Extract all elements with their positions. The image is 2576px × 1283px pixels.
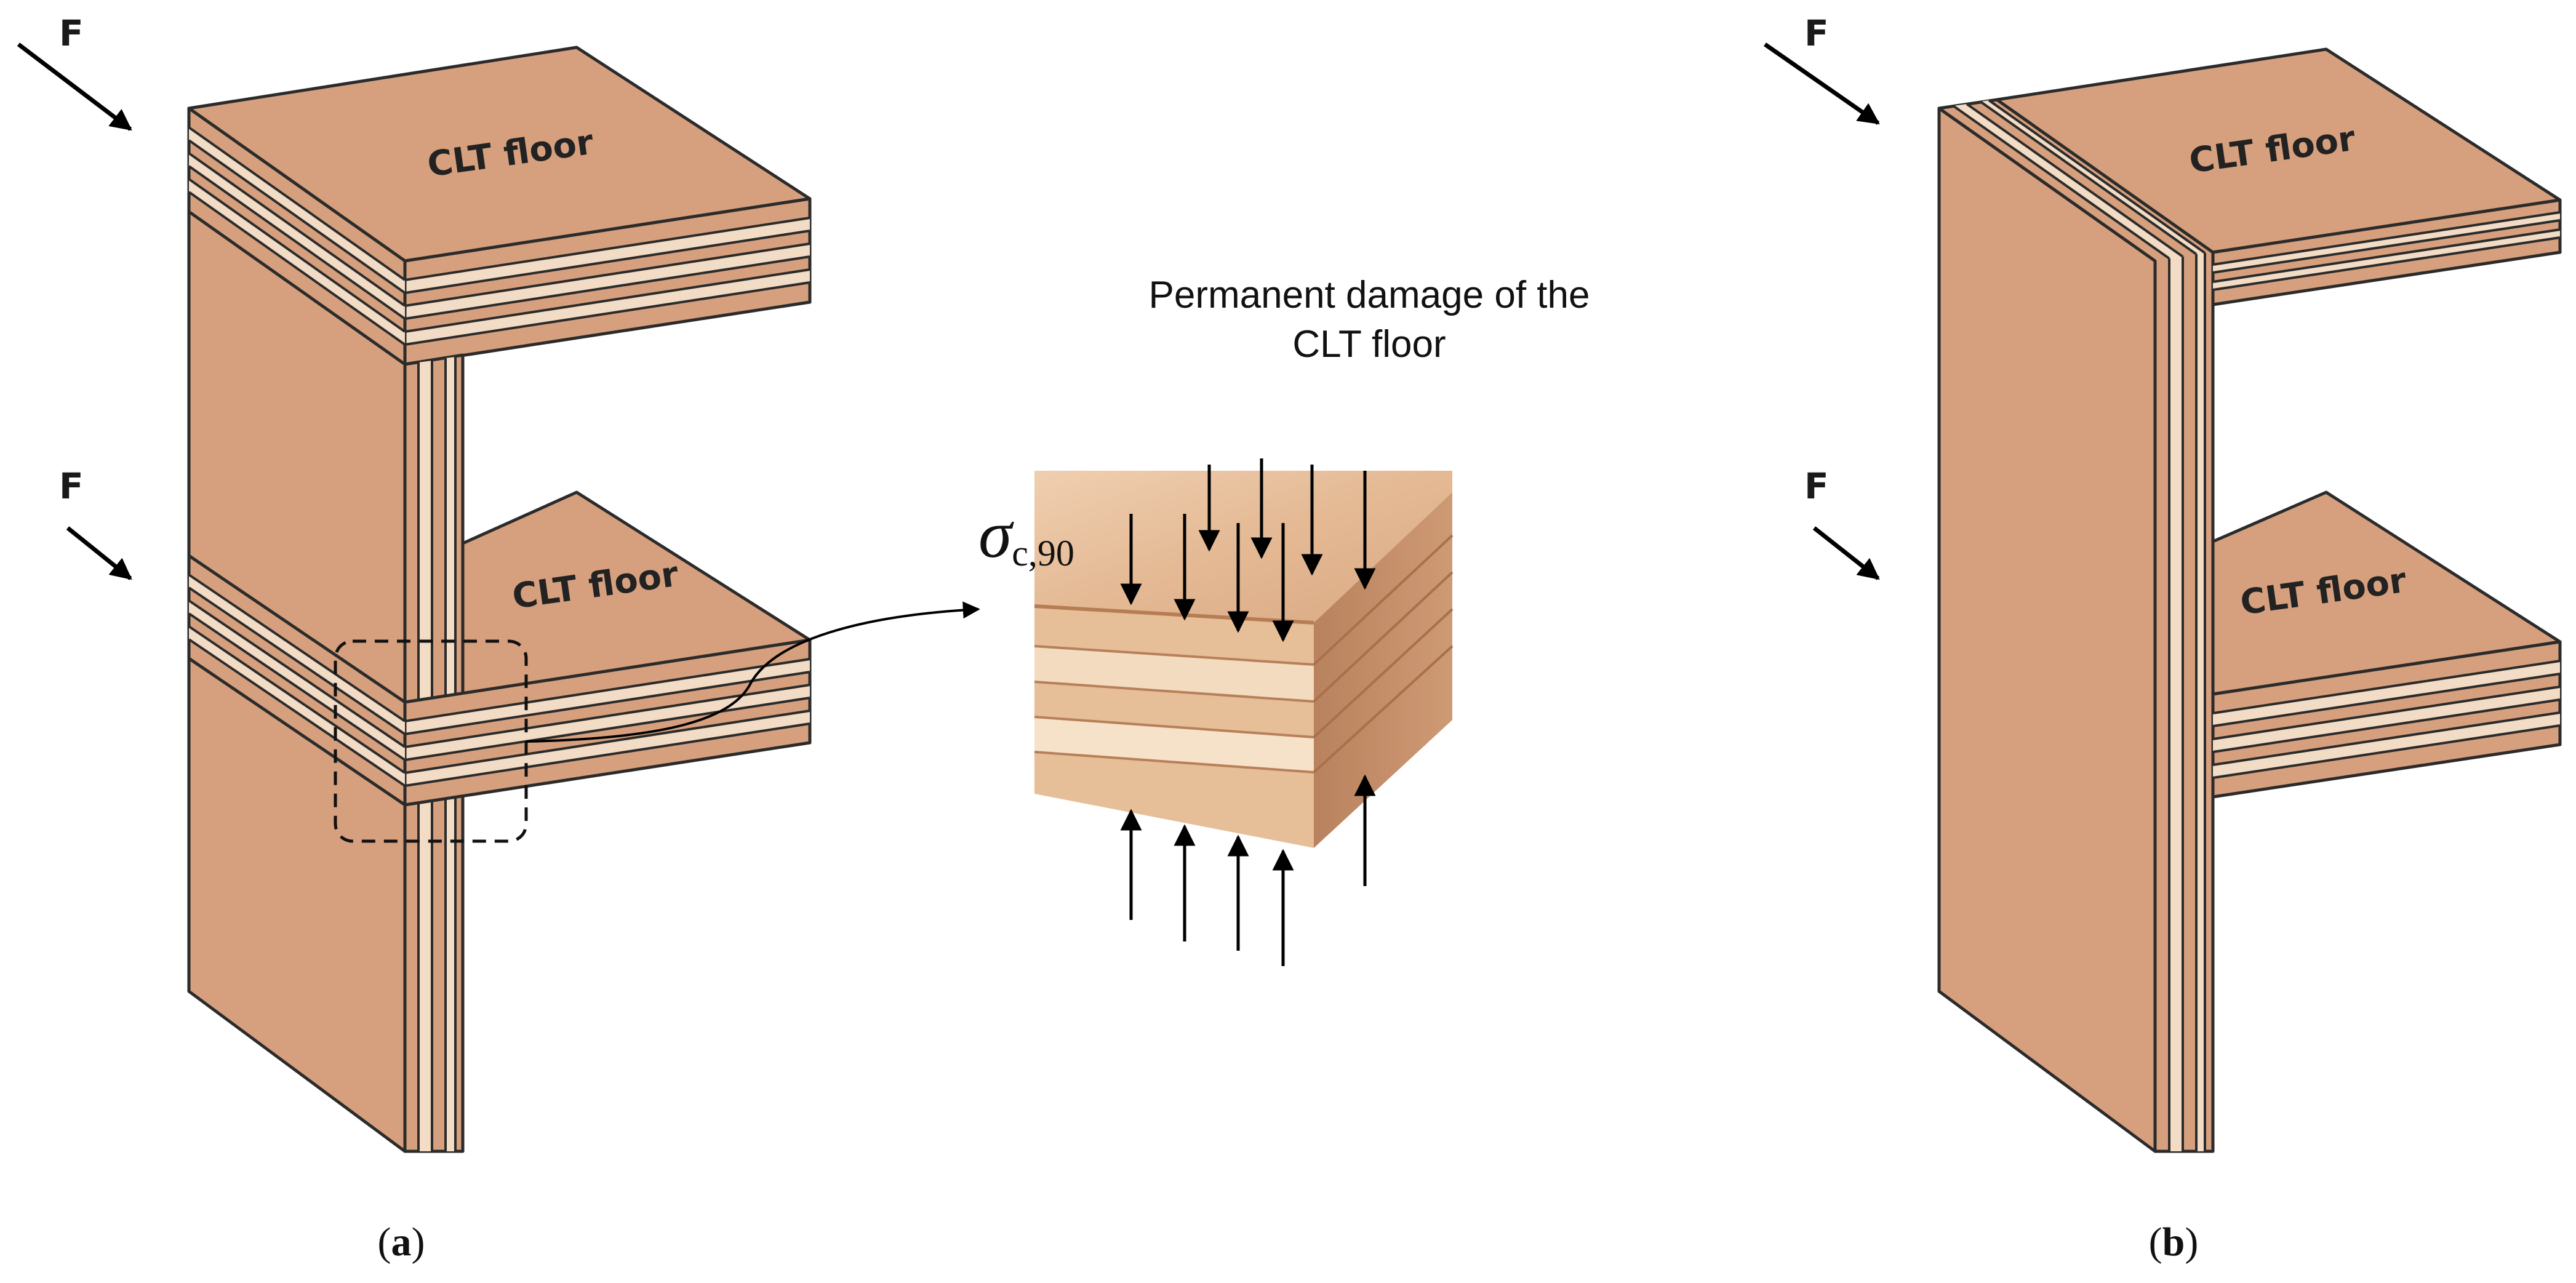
panel-a-force-middle-label: F [59, 465, 84, 507]
panel-a-force-top-label: F [59, 12, 84, 54]
panel-a-caption: (a) [378, 1220, 425, 1265]
panel-b-diagram: CLT floor CLT floor F F (b) [1764, 12, 2562, 1265]
panel-b-caption: (b) [2149, 1220, 2199, 1265]
panel-b-force-middle-label: F [1804, 465, 1829, 507]
detail-compression-arrows-bottom [1120, 774, 1376, 966]
panel-b-force-top-arrow [1764, 42, 1880, 125]
detail-connector-arrow [526, 601, 980, 743]
detail-stress-label: σc,90 [978, 497, 1074, 574]
panel-b-force-top-label: F [1804, 12, 1829, 54]
detail-compression-arrows-top [1120, 458, 1376, 642]
panel-a-force-top-arrow [17, 42, 132, 131]
detail-note-line2: CLT floor [1292, 323, 1446, 366]
detail-block-side [1314, 492, 1452, 848]
panel-a-force-middle-arrow [66, 526, 132, 580]
panel-b-wall-face [1937, 106, 2157, 1153]
detail-note-line1: Permanent damage of the [1149, 274, 1590, 316]
detail-wood-block: Permanent damage of the CLT floor σc,90 [978, 274, 1590, 966]
panel-b-force-middle-arrow [1812, 526, 1880, 580]
panel-a-diagram: CLT floor CLT floor F F (a) [17, 12, 980, 1265]
